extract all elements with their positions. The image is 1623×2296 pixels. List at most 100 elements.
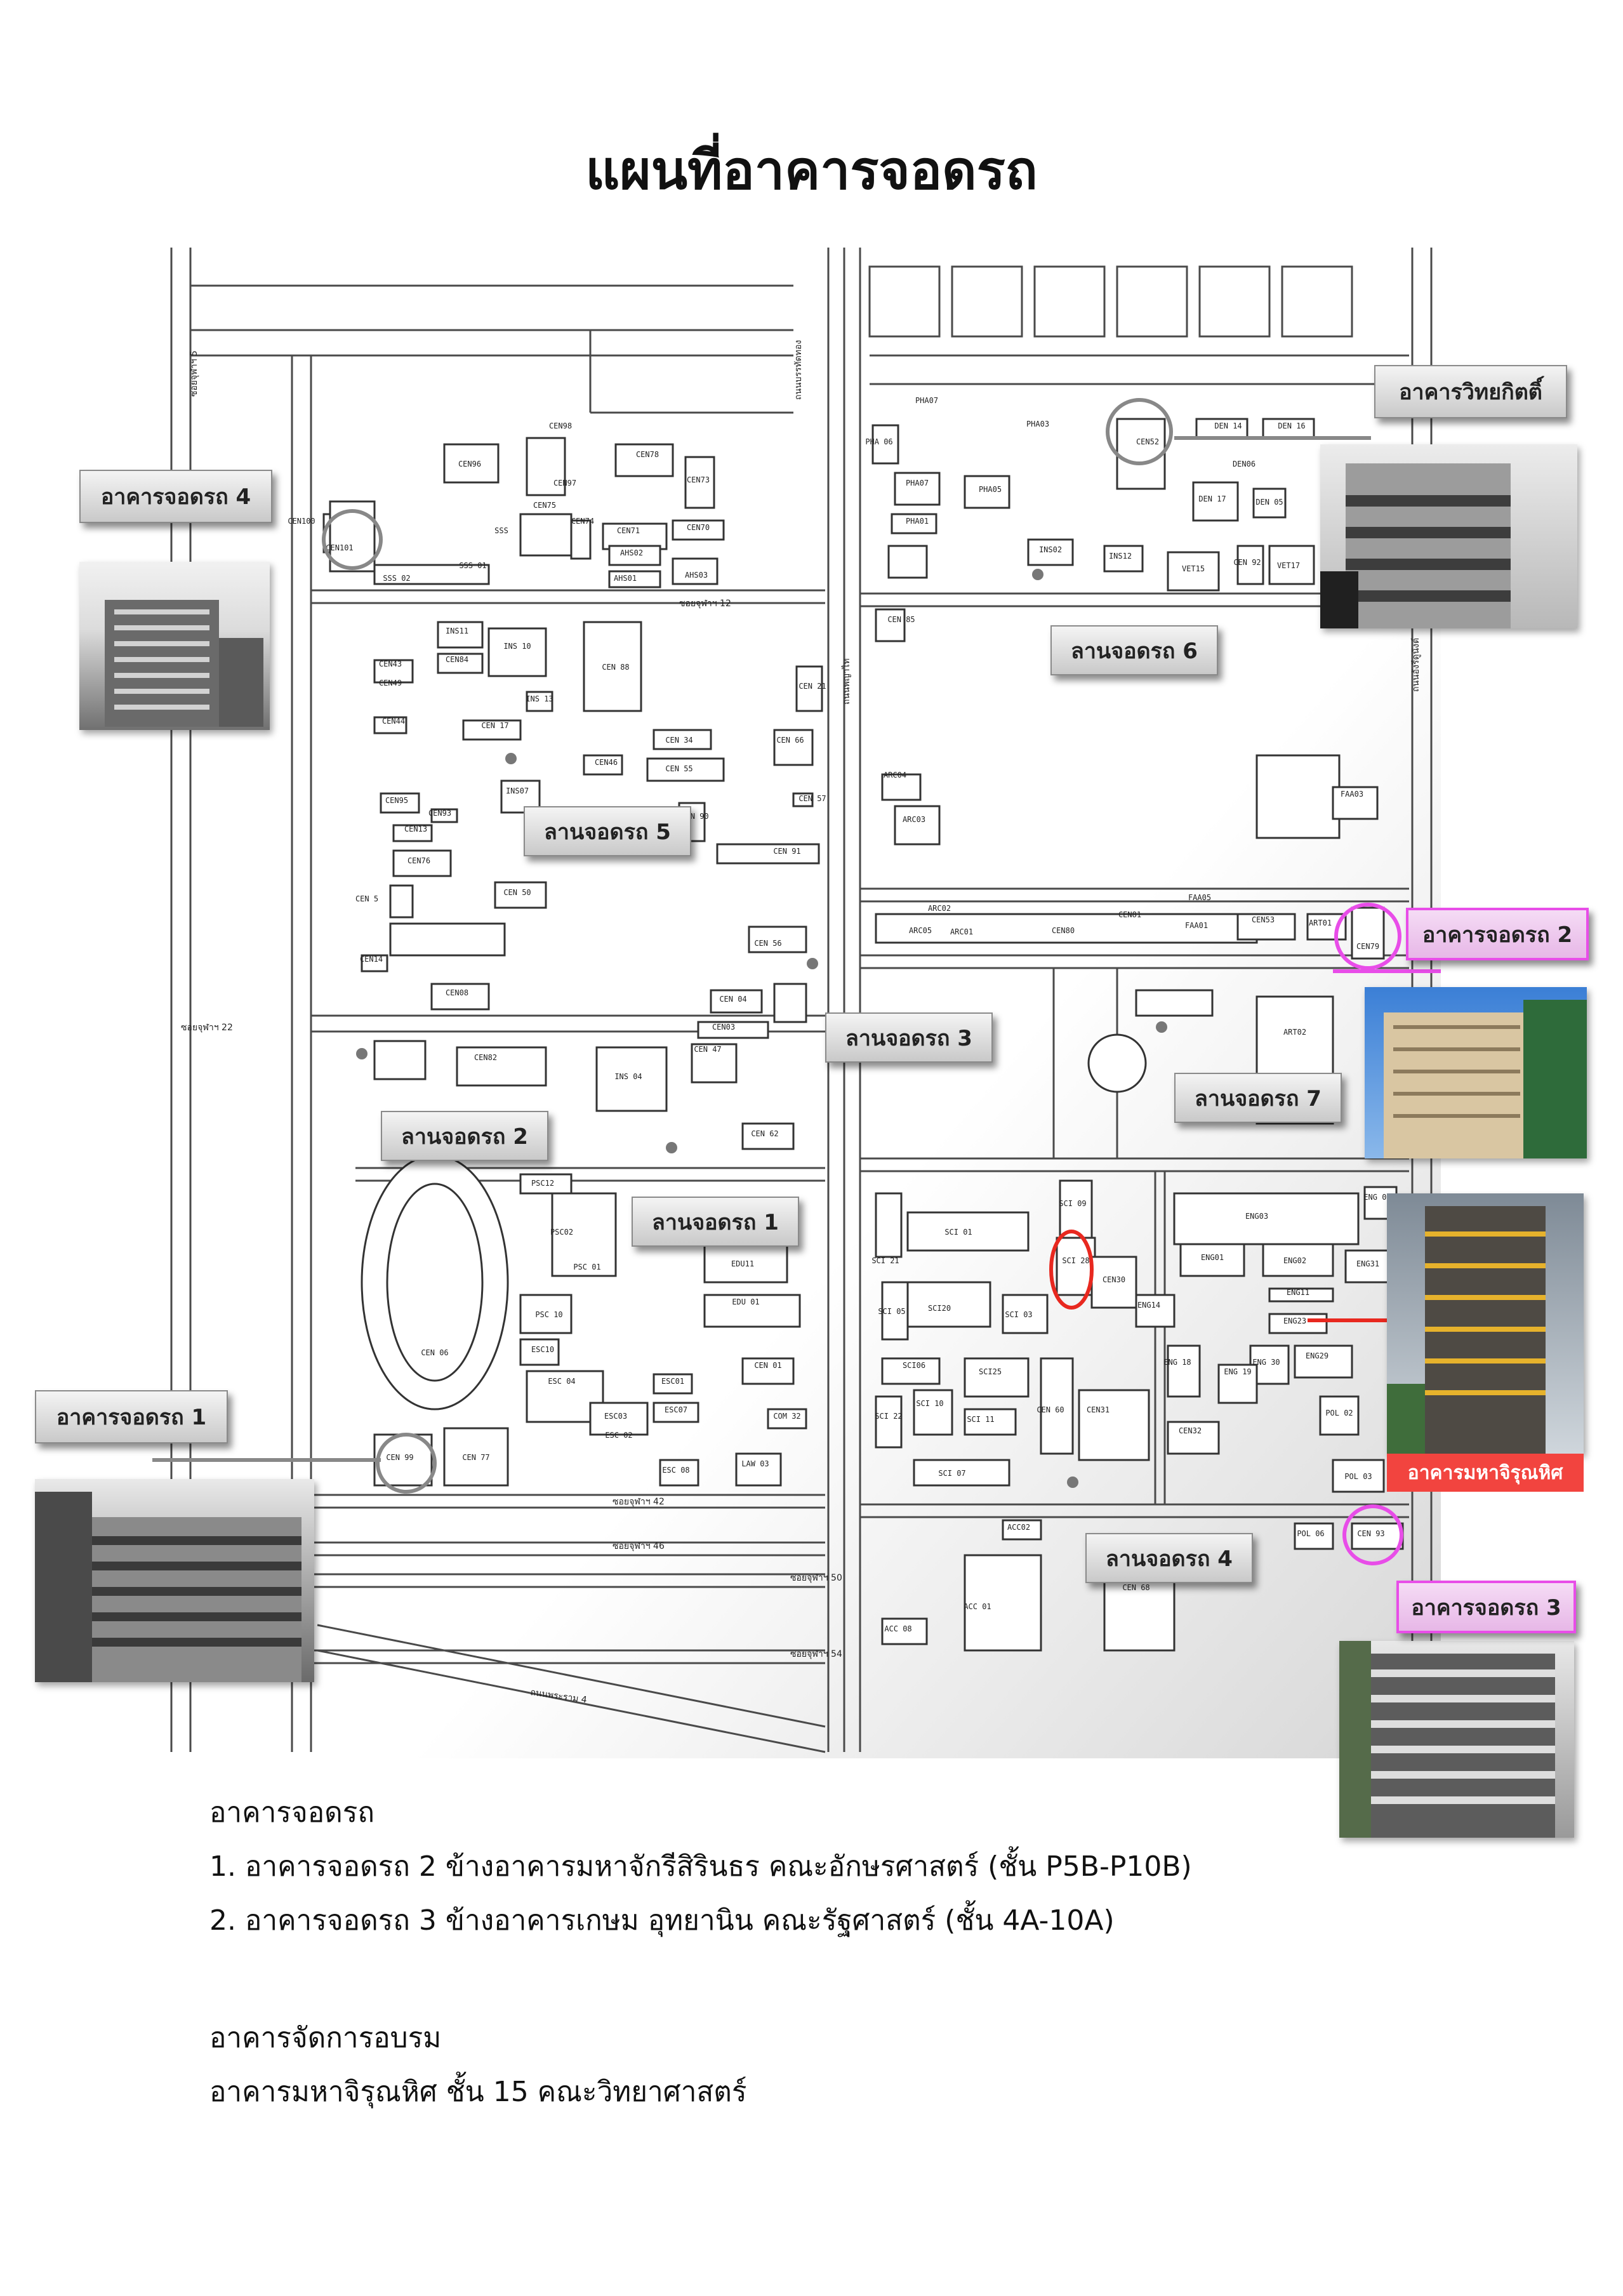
- lot-4-dot: [1067, 1476, 1078, 1488]
- building-footprints: [322, 418, 1404, 1652]
- building-label: CEN 56: [754, 939, 781, 948]
- callout-lot-3[interactable]: ลานจอดรถ 3: [825, 1012, 993, 1063]
- building-label: INS02: [1039, 545, 1062, 554]
- building-label: CEN03: [712, 1023, 735, 1032]
- legend-section2-line: อาคารมหาจิรุณหิศ ชั้น 15 คณะวิทยาศาสตร์: [209, 2076, 747, 2108]
- building-label: CEN 5: [355, 894, 378, 903]
- callout-lot-2[interactable]: ลานจอดรถ 2: [381, 1111, 548, 1161]
- building-label: CEN97: [553, 479, 576, 488]
- building-label: PHA05: [979, 485, 1002, 494]
- callout-parking-building-4[interactable]: อาคารจอดรถ 4: [79, 470, 272, 523]
- building-label: CEN81: [1118, 910, 1141, 919]
- building-label: PHA07: [915, 396, 938, 405]
- building-label: ENG 30: [1252, 1358, 1280, 1367]
- building-label: ENG02: [1283, 1256, 1306, 1265]
- lot-6-dot: [1032, 569, 1043, 580]
- building-label: DEN 16: [1278, 421, 1305, 430]
- building-label: AHS02: [620, 548, 643, 557]
- building-label: ENG 19: [1224, 1367, 1251, 1376]
- campus-map: CEN96CEN98CEN97CEN78CEN73CEN75CEN74CEN71…: [152, 248, 1441, 1758]
- building-label: ESC07: [665, 1405, 687, 1414]
- building-label: ESC10: [531, 1345, 554, 1354]
- photo-witthayakit: [1320, 444, 1577, 628]
- building-label: SCI20: [928, 1304, 951, 1313]
- building-label: ENG01: [1201, 1253, 1224, 1262]
- building-label: CEN 34: [665, 736, 692, 745]
- road-network: [170, 248, 1433, 1753]
- building-label: PSC 10: [535, 1310, 562, 1319]
- building-label: CEN96: [458, 460, 481, 468]
- building-label: ACC 08: [884, 1624, 911, 1633]
- building-code-labels: CEN96CEN98CEN97CEN78CEN73CEN75CEN74CEN71…: [288, 396, 1391, 1633]
- building-label: CEN14: [360, 955, 383, 964]
- building-label: AHS01: [614, 574, 637, 583]
- callout-witthayakit[interactable]: อาคารวิทยกิตติ์: [1374, 365, 1567, 418]
- building-label: CEN71: [617, 526, 640, 535]
- parking-building-4-marker: [322, 509, 383, 570]
- building-label: CEN76: [407, 856, 430, 865]
- legend-section1-title: อาคารจอดรถ: [209, 1796, 374, 1829]
- road-label: ซอยจุฬาฯ 54: [790, 1649, 842, 1659]
- building-label: DEN06: [1233, 460, 1255, 468]
- callout-lot-4[interactable]: ลานจอดรถ 4: [1085, 1533, 1253, 1583]
- building-label: FAA01: [1185, 921, 1208, 930]
- building-label: PHA01: [906, 517, 929, 526]
- building-label: PSC12: [531, 1179, 554, 1188]
- building-label: DEN 14: [1214, 421, 1242, 430]
- building-label: INS 13: [526, 694, 553, 703]
- lot-3-dot: [807, 958, 818, 969]
- building-label: CEN 99: [386, 1453, 413, 1462]
- building-label: SSS 02: [383, 574, 410, 583]
- building-label: SCI 05: [878, 1307, 905, 1316]
- building-label: CEN08: [446, 988, 468, 997]
- building-label: CEN 60: [1037, 1405, 1064, 1414]
- callout-parking-building-1[interactable]: อาคารจอดรถ 1: [35, 1390, 228, 1443]
- lot-5-dot: [505, 753, 517, 764]
- building-label: CEN95: [385, 796, 408, 805]
- legend-item-2: 2. อาคารจอดรถ 3 ข้างอาคารเกษม อุทยานิน ค…: [209, 1904, 1115, 1937]
- building-label: ENG29: [1306, 1351, 1328, 1360]
- photo-parking-building-3: [1339, 1641, 1574, 1838]
- callout-lot-1[interactable]: ลานจอดรถ 1: [632, 1197, 799, 1247]
- page-title: แผนที่อาคารจอดรถ: [585, 139, 1038, 201]
- building-label: INS 04: [614, 1072, 642, 1081]
- building-label: CEN79: [1356, 942, 1379, 951]
- building-label: CEN82: [474, 1053, 497, 1062]
- building-label: ENG23: [1283, 1317, 1306, 1325]
- road-label: ซอยจุฬาฯ 42: [613, 1497, 665, 1507]
- road-label: ถนนพญาไท: [841, 658, 852, 705]
- callout-lot-6[interactable]: ลานจอดรถ 6: [1050, 625, 1218, 675]
- building-label: PSC 01: [573, 1263, 600, 1271]
- building-label: CEN100: [288, 517, 315, 526]
- photo-parking-building-1: [35, 1479, 314, 1682]
- building-label: SCI 22: [875, 1412, 902, 1421]
- legend-item-1: 1. อาคารจอดรถ 2 ข้างอาคารมหาจักรีสิรินธร…: [209, 1850, 1192, 1883]
- callout-parking-building-2[interactable]: อาคารจอดรถ 2: [1406, 908, 1589, 960]
- mahachirunahit-label: อาคารมหาจิรุณหิศ: [1387, 1454, 1584, 1492]
- building-label: ART01: [1309, 919, 1332, 927]
- building-label: INS11: [446, 627, 468, 635]
- callout-lot-5[interactable]: ลานจอดรถ 5: [524, 806, 691, 856]
- building-label: ART02: [1283, 1028, 1306, 1037]
- building-label: LAW 03: [741, 1459, 769, 1468]
- building-label: CEN 01: [754, 1361, 781, 1370]
- building-label: POL 06: [1297, 1529, 1324, 1538]
- building-label: AHS03: [685, 571, 708, 580]
- building-label: CEN 85: [887, 615, 915, 624]
- building-label: CEN73: [687, 475, 710, 484]
- callout-lot-7[interactable]: ลานจอดรถ 7: [1174, 1073, 1342, 1123]
- building-label: CEN74: [571, 517, 594, 526]
- building-label: CEN 21: [798, 682, 826, 691]
- building-label: CEN46: [595, 758, 618, 767]
- building-label: SCI 01: [944, 1228, 972, 1237]
- callout-parking-building-3[interactable]: อาคารจอดรถ 3: [1396, 1581, 1576, 1633]
- photo-parking-building-4: [79, 562, 270, 730]
- road-label: ถนนบรรทัดทอง: [793, 340, 804, 400]
- building-label: INS07: [506, 786, 529, 795]
- building-label: ESC 04: [548, 1377, 575, 1386]
- building-label: ENG 05: [1363, 1193, 1391, 1202]
- parking-building-3-marker[interactable]: [1342, 1504, 1403, 1565]
- parking-building-2-marker[interactable]: [1334, 903, 1401, 970]
- building-label: CEN 17: [481, 721, 508, 730]
- building-label: CEN70: [687, 523, 710, 532]
